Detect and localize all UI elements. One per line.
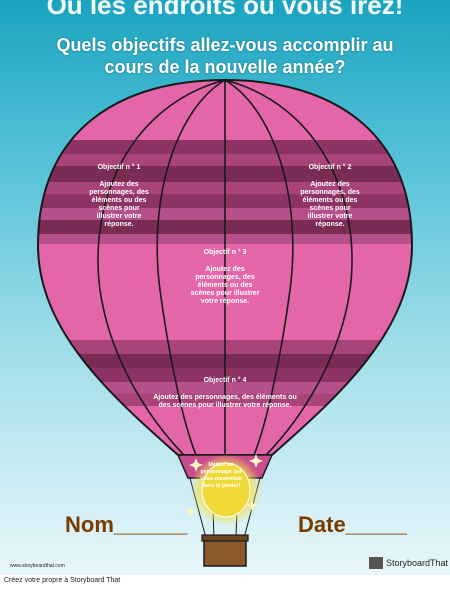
goal-box-3: Objectif n ° 3 Ajoutez des personnages, …	[186, 248, 264, 306]
goal-3-body: Ajoutez des personnages, des éléments ou…	[190, 266, 260, 305]
goal-box-4: Objectif n ° 4 Ajoutez des personnages, …	[148, 376, 302, 410]
name-field-label: Nom______	[65, 512, 188, 537]
storyboardthat-logo-icon	[369, 557, 383, 569]
goal-4-body: Ajoutez des personnages, des éléments ou…	[153, 394, 297, 409]
goal-box-1: Objectif n ° 1 Ajoutez des personnages, …	[85, 163, 153, 229]
brand-name: StoryboardThat	[386, 558, 449, 568]
goal-1-body: Ajoutez des personnages, des éléments ou…	[89, 181, 149, 228]
sparkle-icons	[184, 454, 263, 517]
goal-2-title: Objectif n ° 2	[308, 164, 352, 171]
watermark-url: www.storyboardthat.com	[10, 563, 65, 569]
goal-1-title: Objectif n ° 1	[97, 164, 141, 171]
goal-box-2: Objectif n ° 2 Ajoutez des personnages, …	[296, 163, 364, 229]
hot-air-balloon-illustration	[36, 78, 414, 567]
date-field-label: Date_____	[298, 512, 407, 537]
basket-placeholder-circle	[201, 462, 251, 518]
goal-4-title: Objectif n ° 4	[203, 377, 247, 384]
poster: Où les endroits où vous irez!	[0, 0, 450, 575]
basket	[203, 537, 247, 567]
footer-caption[interactable]: Créez votre propre à Storyboard That	[4, 577, 121, 584]
poster-title: Quels objectifs allez-vous accomplir au …	[56, 35, 394, 77]
goal-2-body: Ajoutez des personnages, des éléments ou…	[300, 181, 360, 228]
goal-3-title: Objectif n ° 3	[203, 249, 247, 256]
basket-instruction: Mettez un personnage qui vous ressemble …	[200, 462, 242, 489]
basket-rim	[201, 534, 249, 542]
poster-back-title: Où les endroits où vous irez!	[46, 0, 404, 20]
brand-watermark: StoryboardThat	[369, 557, 448, 569]
